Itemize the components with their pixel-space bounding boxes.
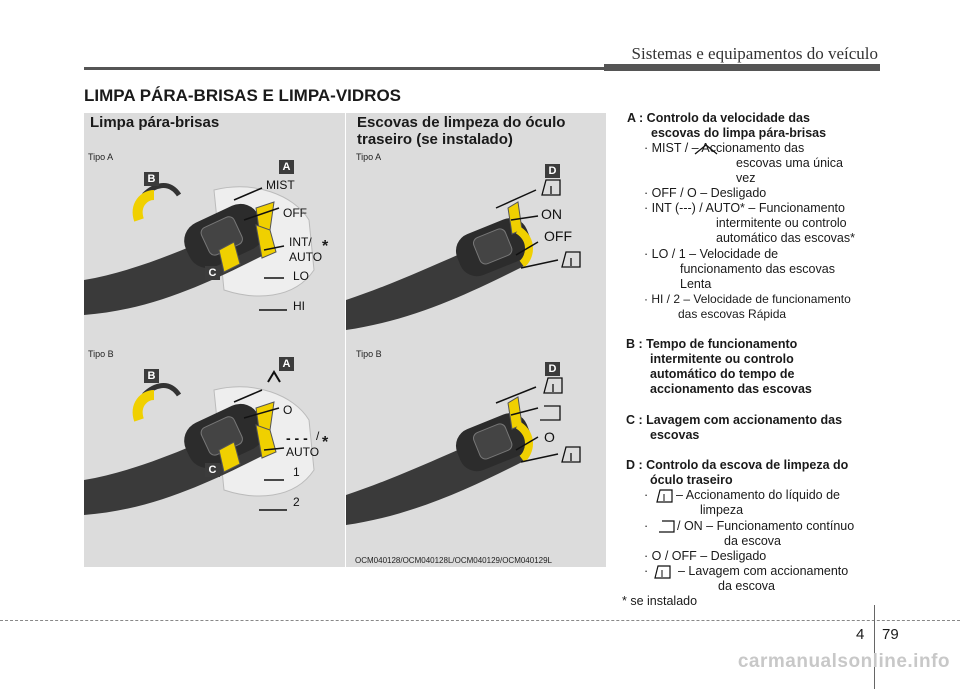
label-1-b: 1	[293, 465, 300, 479]
label-2-b: 2	[293, 495, 300, 509]
badge-a-bottom: A	[279, 357, 294, 371]
badge-c-bottom: C	[205, 463, 220, 477]
mist-symbol-icon	[694, 144, 718, 155]
label-rear-o: O	[544, 429, 555, 445]
desc-d-on2: da escova	[724, 534, 781, 548]
desc-a-title1: A : Controlo da velocidade das	[627, 111, 810, 125]
label-slash-b: /	[316, 429, 320, 443]
label-auto-a: AUTO	[289, 250, 323, 264]
label-auto-b: AUTO	[286, 445, 320, 459]
desc-d-on1: / ON – Funcionamento contínuo	[677, 519, 855, 533]
desc-a-off: · OFF / O – Desligado	[644, 186, 767, 200]
right-panel-heading-line2: traseiro (se instalado)	[357, 131, 513, 148]
desc-a-mist2: escovas uma única	[736, 156, 844, 170]
desc-b-l2: intermitente ou controlo	[650, 352, 794, 366]
footer-rule	[0, 620, 960, 621]
desc-a-title2: escovas do limpa pára-brisas	[651, 126, 827, 140]
desc-d-wash2: da escova	[718, 579, 775, 593]
section-title: LIMPA PÁRA-BRISAS E LIMPA-VIDROS	[84, 86, 402, 105]
right-tipo-a-label: Tipo A	[356, 152, 382, 162]
desc-d-l2: óculo traseiro	[650, 473, 733, 487]
wiper-stalk-b	[84, 403, 264, 515]
desc-a-lo1: · LO / 1 – Velocidade de	[644, 247, 779, 261]
desc-d-bullet-on: ·	[644, 519, 649, 533]
desc-a-hi1: · HI / 2 – Velocidade de funcionamento	[644, 292, 851, 306]
desc-d-wash1: – Lavagem com accionamento	[678, 564, 849, 578]
intermittent-dashes: - - -	[286, 430, 308, 446]
arrow-pull-a	[218, 241, 241, 273]
badge-b-top: B	[144, 172, 159, 186]
desc-a-hi2: das escovas Rápida	[678, 307, 787, 321]
figure-caption: OCM040128/OCM040128L/OCM040129/OCM040129…	[355, 556, 553, 565]
desc-d-fluid2: limpeza	[700, 503, 744, 517]
washer-fluid-icon	[656, 489, 673, 503]
rear-wash-icon-b	[561, 446, 581, 463]
wiper-stalk-a	[84, 203, 264, 315]
footnote: * se instalado	[622, 594, 698, 608]
rotate-arrow-b-a	[132, 190, 155, 222]
footer-divider	[874, 605, 875, 689]
desc-d-fluid1: – Accionamento do líquido de	[676, 488, 841, 502]
rear-rotate-arrow-b	[515, 421, 533, 463]
right-tipo-b-label: Tipo B	[356, 349, 382, 359]
label-lo: LO	[293, 269, 310, 283]
chapter-number: 4	[856, 626, 865, 643]
label-int: INT/	[289, 235, 312, 249]
rotate-arrow-b-b	[132, 390, 155, 422]
asterisk-a: *	[322, 238, 329, 255]
rear-wiper-on-icon	[659, 520, 675, 533]
desc-a-int2: intermitente ou controlo	[716, 216, 847, 230]
desc-d-off: · O / OFF – Desligado	[644, 549, 767, 563]
page-number: 79	[882, 626, 899, 643]
right-panel-heading-line1: Escovas de limpeza do óculo	[357, 114, 566, 131]
label-o-b: O	[283, 403, 293, 417]
rear-rotate-arrow-a	[515, 226, 533, 268]
badge-a-top: A	[279, 160, 294, 174]
desc-a-int1: · INT (---) / AUTO* – Funcionamento	[644, 201, 845, 215]
desc-d-l1: D : Controlo da escova de limpeza do	[626, 458, 849, 472]
rear-stalk-b	[346, 413, 532, 525]
header-rule	[84, 67, 880, 70]
desc-a-lo2: funcionamento das escovas	[680, 262, 835, 276]
desc-a-mist1: · MIST / – Accionamento das	[644, 141, 805, 155]
label-rear-off: OFF	[544, 228, 572, 244]
desc-c-l2: escovas	[650, 428, 700, 442]
desc-a-lo3: Lenta	[680, 277, 712, 291]
badge-b-bottom: B	[144, 369, 159, 383]
arrow-pull-b	[218, 441, 241, 473]
rear-wiper-on-icon-b	[540, 405, 561, 421]
desc-b-l4: accionamento das escovas	[650, 382, 812, 396]
rear-wiper-icon-a	[561, 251, 581, 268]
label-mist: MIST	[266, 178, 295, 192]
rear-stalk-a	[346, 218, 532, 330]
label-off: OFF	[283, 206, 307, 220]
desc-a-mist3: vez	[736, 171, 756, 185]
asterisk-b: *	[322, 434, 329, 451]
badge-c-top: C	[205, 266, 220, 280]
desc-d-bullet-wash: ·	[644, 564, 649, 578]
header-accent-bar	[604, 64, 880, 71]
left-tipo-a-label: Tipo A	[88, 152, 114, 162]
label-hi: HI	[293, 299, 305, 313]
desc-b-l3: automático do tempo de	[650, 367, 795, 381]
watermark: carmanualsonline.info	[737, 651, 950, 672]
arrow-down-a	[255, 224, 277, 259]
badge-d-top: D	[545, 164, 560, 178]
wiper-stalk-illustrations: - - -	[84, 183, 315, 515]
desc-c-l1: C : Lavagem com accionamento das	[626, 413, 843, 427]
fluid-icon-a	[541, 179, 561, 196]
rear-wiper-illustrations	[346, 179, 581, 525]
running-header: Sistemas e equipamentos do veículo	[631, 44, 878, 63]
badge-d-bottom: D	[545, 362, 560, 376]
label-rear-on: ON	[541, 206, 562, 222]
desc-b-l1: B : Tempo de funcionamento	[626, 337, 798, 351]
fluid-icon-b	[543, 377, 563, 394]
desc-d-bullet-fluid: ·	[644, 488, 649, 502]
desc-a-int3: automático das escovas*	[716, 231, 855, 245]
rear-wash-icon	[654, 565, 671, 579]
left-panel-heading: Limpa pára-brisas	[90, 114, 220, 131]
mist-icon	[267, 370, 281, 383]
left-tipo-b-label: Tipo B	[88, 349, 114, 359]
panel-divider	[345, 113, 346, 567]
